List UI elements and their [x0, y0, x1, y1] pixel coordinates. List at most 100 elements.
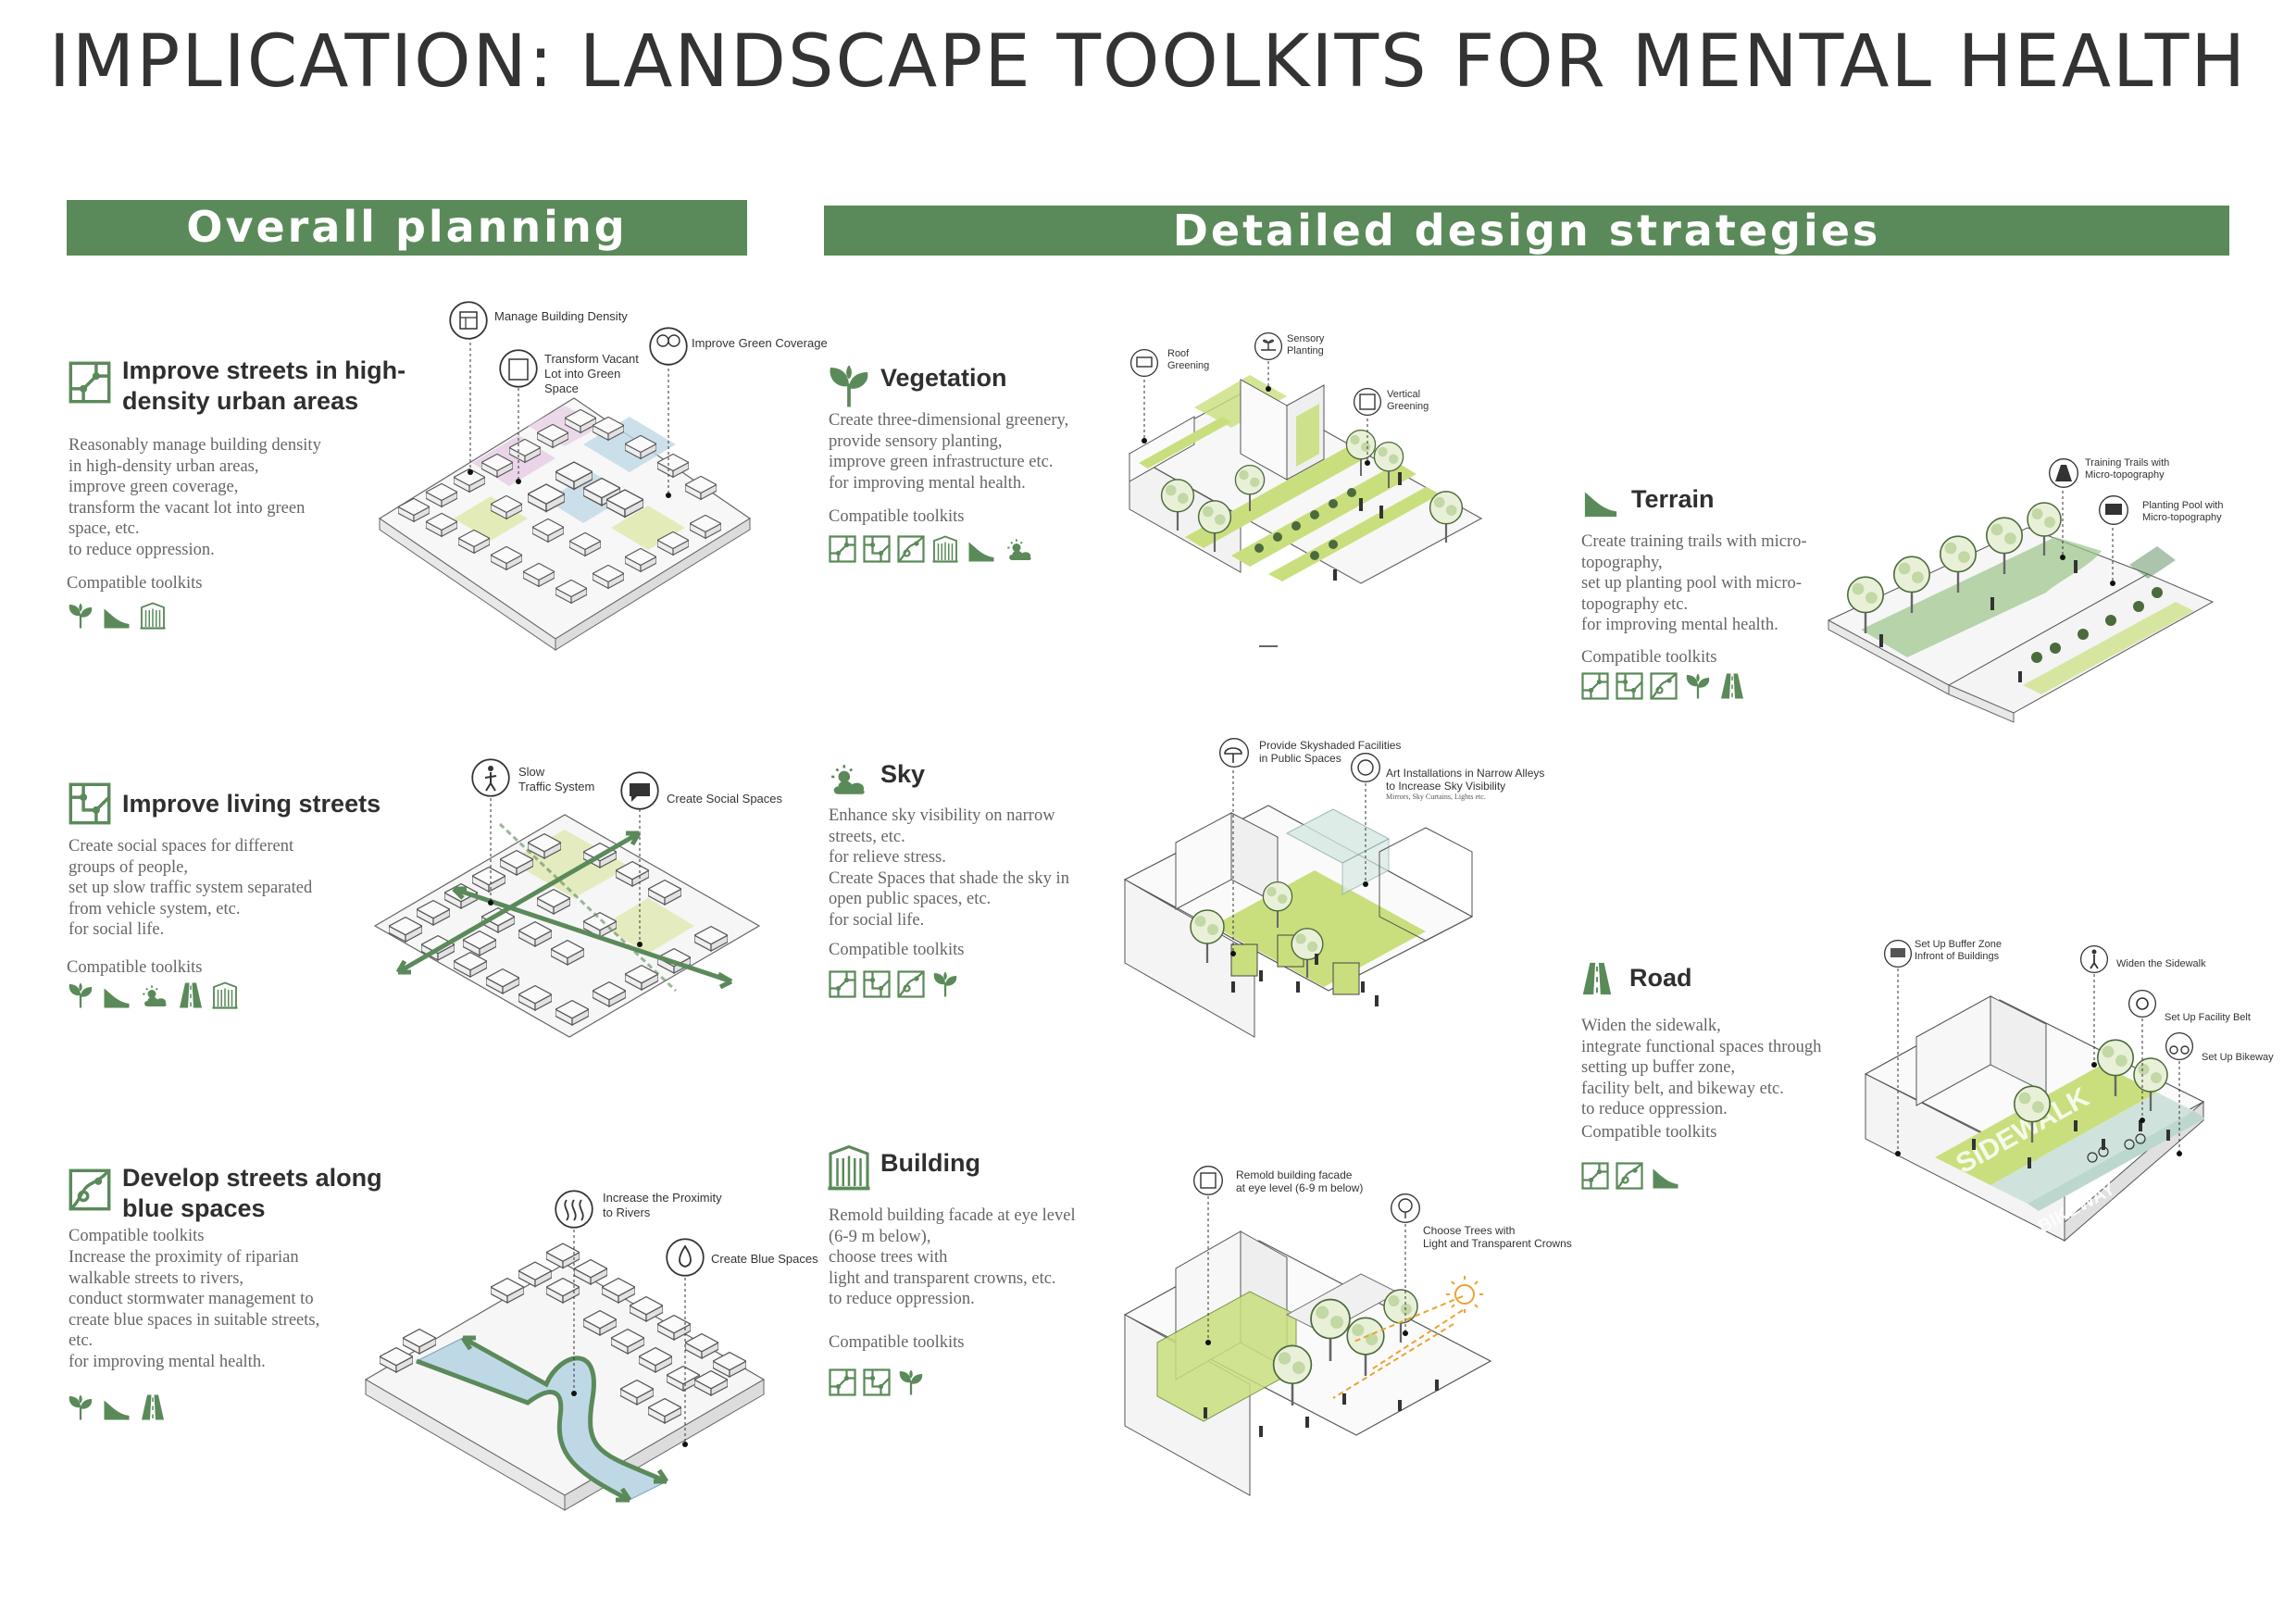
- overall-2-title: Improve living streets: [122, 790, 381, 818]
- sky-icon: [1006, 538, 1032, 562]
- sky-icon: [830, 763, 866, 796]
- vegetation-description: Create three-dimensional greenery,provid…: [829, 411, 1069, 493]
- overall-2-toolkits: [67, 981, 239, 1009]
- street-icon: [69, 782, 111, 825]
- terrain-icon: [104, 988, 130, 1008]
- street-icon: [897, 535, 925, 563]
- terrain-title: Terrain: [1631, 485, 1715, 513]
- terrain-icon: [104, 608, 130, 629]
- vegetation-icon: [898, 1368, 924, 1396]
- callout-social-spaces: Create Social Spaces: [667, 792, 783, 806]
- road-description: Widen the sidewalk,integrate functional …: [1581, 1017, 1822, 1118]
- building-description: Remold building facade at eye level(6-9 …: [829, 1206, 1076, 1308]
- street-icon: [897, 970, 925, 998]
- building-icon: [211, 981, 239, 1009]
- vegetation-icon: [68, 981, 94, 1009]
- terrain-trail-illustration: [1827, 458, 2215, 723]
- callout-green-coverage: Improve Green Coverage: [692, 336, 828, 350]
- callout-blue-spaces: Create Blue Spaces: [711, 1252, 818, 1266]
- vegetation-icon: [828, 363, 870, 409]
- street-icon: [829, 970, 856, 998]
- living-streets-illustration: [373, 758, 761, 1038]
- road-street-illustration: SIDEWALK BIKEWAY: [1864, 939, 2205, 1243]
- compatible-toolkits-label: Compatible toolkits: [67, 958, 203, 977]
- overall-1-title: Improve streets in high-density urban ar…: [122, 356, 406, 415]
- terrain-icon: [968, 542, 994, 562]
- street-icon: [69, 361, 111, 404]
- compatible-toolkits-label: Compatible toolkits: [829, 941, 965, 959]
- street-icon: [1616, 672, 1643, 700]
- sky-plaza-illustration: [1123, 738, 1474, 1038]
- terrain-icon: [104, 1400, 130, 1420]
- callout-manage-density: Manage Building Density: [494, 309, 628, 323]
- compatible-toolkits-label: Compatible toolkits: [67, 574, 203, 593]
- vegetation-icon: [68, 1393, 94, 1421]
- compatible-toolkits-label: Compatible toolkits: [69, 1227, 205, 1245]
- vegetation-street-illustration: [1128, 331, 1483, 647]
- terrain-icon: [1584, 492, 1617, 518]
- vegetation-icon: [68, 602, 94, 630]
- road-title: Road: [1629, 964, 1692, 992]
- sky-toolkits: [829, 970, 959, 998]
- street-icon: [829, 535, 856, 563]
- building-facade-illustration: [1123, 1166, 1492, 1496]
- high-density-blocks-illustration: [378, 301, 752, 651]
- sky-title: Sky: [880, 760, 926, 788]
- callout-widen-sidewalk: Widen the Sidewalk: [2116, 958, 2206, 969]
- street-icon: [863, 1368, 891, 1396]
- callout-bikeway: Set Up Bikeway: [2202, 1052, 2274, 1063]
- compatible-toolkits-label: Compatible toolkits: [1581, 1123, 1717, 1142]
- road-icon: [1720, 672, 1744, 700]
- street-icon: [829, 1368, 856, 1396]
- building-title: Building: [880, 1149, 980, 1177]
- street-icon: [1650, 672, 1678, 700]
- page-title: IMPLICATION: LANDSCAPE TOOLKITS FOR MENT…: [48, 20, 2248, 104]
- street-icon: [1581, 672, 1609, 700]
- callout-facility-belt: Set Up Facility Belt: [2165, 1012, 2251, 1023]
- road-icon: [1581, 961, 1613, 996]
- vegetation-title: Vegetation: [880, 364, 1007, 392]
- detailed-strategies-banner: Detailed design strategies: [824, 206, 2229, 256]
- vegetation-toolkits: [829, 535, 1035, 563]
- compatible-toolkits-label: Compatible toolkits: [829, 507, 965, 526]
- road-icon: [141, 1393, 165, 1421]
- vegetation-icon: [932, 970, 958, 998]
- building-icon: [826, 1144, 872, 1191]
- compatible-toolkits-label: Compatible toolkits: [829, 1333, 965, 1352]
- street-icon: [863, 535, 891, 563]
- compatible-toolkits-label: Compatible toolkits: [1581, 648, 1717, 667]
- street-icon: [1616, 1162, 1643, 1190]
- overall-3-toolkits: [67, 1393, 167, 1421]
- building-icon: [931, 535, 959, 563]
- terrain-toolkits: [1581, 672, 1746, 700]
- street-icon: [863, 970, 891, 998]
- overall-strategies-banner: Overall planning strategies: [67, 200, 747, 306]
- terrain-icon: [1653, 1168, 1678, 1189]
- road-toolkits: [1581, 1162, 1681, 1190]
- street-icon: [69, 1168, 111, 1211]
- street-icon: [1581, 1162, 1609, 1190]
- road-icon: [179, 981, 203, 1009]
- terrain-description: Create training trails with micro-topogr…: [1581, 532, 1807, 634]
- blue-spaces-illustration: [364, 1190, 766, 1511]
- overall-1-toolkits: [67, 602, 167, 630]
- sky-icon: [142, 984, 168, 1008]
